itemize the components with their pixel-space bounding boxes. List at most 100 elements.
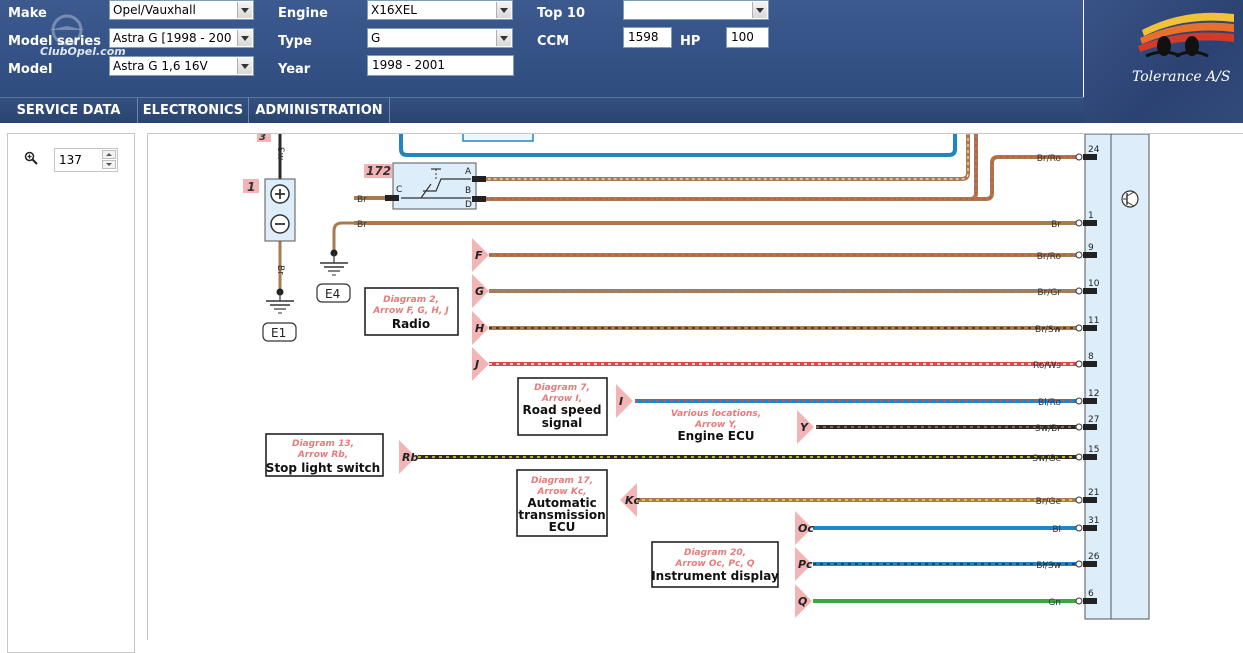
- engine-value: X16XEL: [371, 3, 417, 17]
- pin-connector-icon: [1083, 424, 1097, 430]
- ref-box-road-speed[interactable]: Diagram 7, Arrow I, Road speed signal: [517, 377, 608, 436]
- arrow-j-icon[interactable]: [472, 347, 489, 381]
- chevron-down-icon[interactable]: [237, 58, 252, 74]
- arrow-pc-icon[interactable]: [795, 547, 812, 581]
- arrow-label-oc: Oc: [798, 522, 814, 535]
- wire-color-1: Br: [1051, 220, 1061, 230]
- pin-connector-icon: [1083, 288, 1097, 294]
- wire-label-br-vertical: Br: [275, 265, 285, 275]
- pin-terminal-icon: [1075, 397, 1083, 405]
- chevron-down-icon[interactable]: [237, 2, 252, 18]
- zoom-input[interactable]: 137: [54, 148, 118, 172]
- ref-speed-name1: Road speed: [523, 403, 602, 417]
- arrow-rb-icon[interactable]: [399, 440, 416, 474]
- wiring-diagram-frame: 3 Sw Br 1 E1 E4 Br Br 172 A B C D: [147, 133, 1243, 640]
- hp-field[interactable]: 100: [726, 27, 769, 48]
- pins-layer: 24Br/Ro1Br9Br/Ro10Br/Gr11Br/Sw8Ro/Ws12Bl…: [1032, 145, 1099, 608]
- ref-box-auto-trans[interactable]: Diagram 17, Arrow Kc, Automatic transmis…: [516, 469, 608, 537]
- wire-color-24: Br/Ro: [1037, 154, 1062, 164]
- switch-pin-c: C: [396, 185, 402, 195]
- engine-label: Engine: [278, 6, 328, 21]
- pin-terminal-icon: [1075, 251, 1083, 259]
- engine-select[interactable]: X16XEL: [367, 0, 513, 20]
- model-series-label: Model series: [8, 34, 101, 49]
- model-value: Astra G 1,6 16V: [113, 59, 208, 73]
- ref-trans-name3: ECU: [549, 520, 576, 534]
- wiring-diagram[interactable]: 3 Sw Br 1 E1 E4 Br Br 172 A B C D: [148, 134, 1243, 640]
- wire-color-9: Br/Ro: [1037, 252, 1062, 262]
- arrow-g-icon[interactable]: [472, 274, 489, 308]
- pin-connector-icon: [1083, 598, 1097, 604]
- arrow-h-icon[interactable]: [472, 311, 489, 345]
- zoom-down-icon[interactable]: [102, 160, 116, 169]
- ref-box-radio[interactable]: Diagram 2, Arrow F, G, H, J Radio: [364, 287, 459, 336]
- pin-number-8: 8: [1088, 352, 1094, 362]
- switch-pin-d: D: [465, 200, 472, 210]
- ref-engine-line1: Various locations,: [671, 409, 761, 419]
- wires-layer: [418, 253, 1077, 603]
- make-select[interactable]: Opel/Vauxhall: [109, 0, 254, 20]
- arrow-label-g: G: [475, 285, 484, 298]
- pin-terminal-icon: [1075, 597, 1083, 605]
- pin-connector-icon: [1083, 398, 1097, 404]
- type-label: Type: [278, 34, 312, 49]
- connector-block[interactable]: [1084, 134, 1112, 620]
- arrow-i-icon[interactable]: [616, 384, 633, 418]
- ref-engine-ecu[interactable]: Various locations, Arrow Y, Engine ECU: [671, 409, 761, 443]
- arrow-label-i: I: [619, 395, 623, 408]
- arrow-y-icon[interactable]: [797, 410, 814, 444]
- tab-service-data[interactable]: SERVICE DATA: [0, 98, 138, 123]
- brand-name: Tolerance A/S: [1132, 69, 1231, 85]
- arrow-kc-icon[interactable]: [620, 483, 637, 517]
- pin-number-11: 11: [1088, 316, 1099, 326]
- component-number-badge: [364, 164, 392, 178]
- zoom-stepper[interactable]: [102, 150, 116, 170]
- ref-speed-name2: signal: [542, 416, 583, 430]
- top10-select[interactable]: [623, 0, 769, 20]
- type-select[interactable]: G: [367, 28, 513, 48]
- top10-label: Top 10: [537, 6, 585, 21]
- pin-terminal-icon: [1075, 153, 1083, 161]
- pin-terminal-icon: [1075, 219, 1083, 227]
- wire-color-11: Br/Sw: [1035, 325, 1061, 335]
- instrument-ecu-block[interactable]: [1110, 134, 1150, 620]
- switch-172-icon[interactable]: [392, 162, 477, 210]
- pin-terminal-icon: [1075, 360, 1083, 368]
- pin-terminal-icon: [1075, 324, 1083, 332]
- wire-color-10: Br/Gr: [1037, 288, 1061, 298]
- tab-administration[interactable]: ADMINISTRATION: [249, 98, 390, 123]
- pin-number-31: 31: [1088, 516, 1099, 526]
- year-value: 1998 - 2001: [372, 58, 446, 72]
- ref-stop-line1: Diagram 13,: [292, 439, 354, 449]
- chevron-down-icon[interactable]: [496, 2, 511, 18]
- arrow-label-j: J: [473, 358, 479, 371]
- arrow-f-icon[interactable]: [472, 238, 489, 272]
- pin-number-15: 15: [1088, 445, 1099, 455]
- arrow-oc-icon[interactable]: [795, 511, 812, 545]
- chevron-down-icon[interactable]: [237, 30, 252, 46]
- pin-number-6: 6: [1088, 589, 1094, 599]
- switch-pin-a: A: [465, 167, 472, 177]
- wire-label-sw: Sw: [275, 147, 285, 160]
- model-series-select[interactable]: Astra G [1998 - 200: [109, 28, 254, 48]
- ref-speed-line1: Diagram 7,: [534, 383, 590, 393]
- pin-connector-icon: [1083, 252, 1097, 258]
- year-field[interactable]: 1998 - 2001: [367, 55, 514, 76]
- ref-box-stop-light[interactable]: Diagram 13, Arrow Rb, Stop light switch: [265, 433, 384, 477]
- pin-number-10: 10: [1088, 279, 1100, 289]
- chevron-down-icon[interactable]: [752, 2, 767, 18]
- zoom-up-icon[interactable]: [102, 150, 116, 159]
- ref-engine-line2: Arrow Y,: [694, 420, 737, 430]
- pin-number-1: 1: [1088, 211, 1094, 221]
- ref-trans-name1: Automatic: [527, 496, 596, 510]
- model-select[interactable]: Astra G 1,6 16V: [109, 56, 254, 76]
- chevron-down-icon[interactable]: [496, 30, 511, 46]
- wire-color-31: Bl: [1052, 525, 1061, 535]
- wire-color-6: Gn: [1048, 598, 1061, 608]
- zoom-value: 137: [59, 153, 82, 167]
- ccm-field[interactable]: 1598: [623, 27, 672, 48]
- arrow-q-icon[interactable]: [795, 584, 812, 618]
- ref-box-instrument[interactable]: Diagram 20, Arrow Oc, Pc, Q Instrument d…: [651, 541, 779, 588]
- tab-electronics[interactable]: ELECTRONICS: [138, 98, 249, 123]
